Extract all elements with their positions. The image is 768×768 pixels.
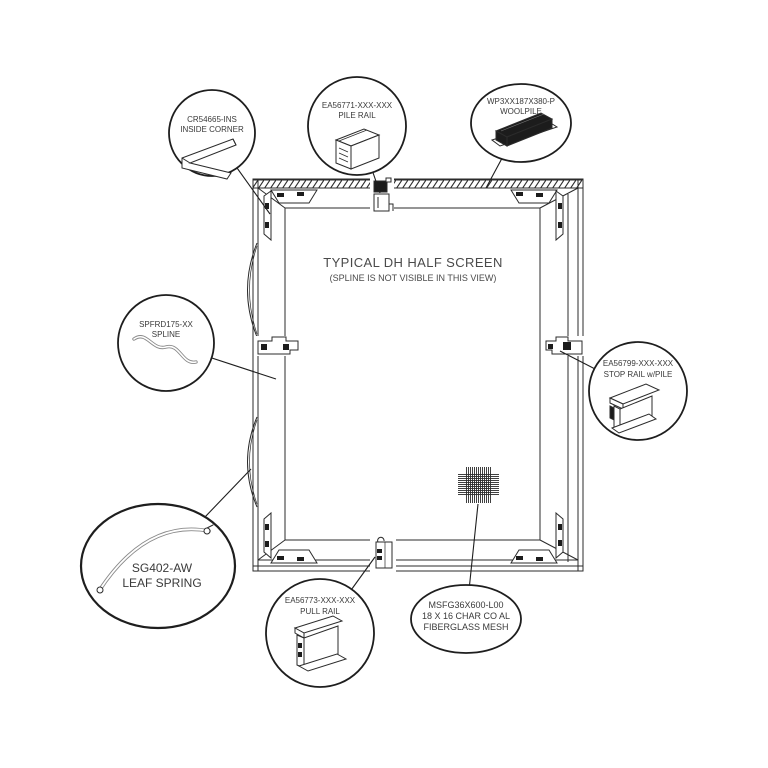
- corner-gusset-bottom-left: [263, 511, 318, 564]
- woolpile-icon: [490, 112, 559, 147]
- splice-top: [370, 177, 394, 214]
- clip-right: [542, 336, 586, 356]
- stop-rail-name: STOP RAIL w/PILE: [604, 370, 673, 379]
- woolpile-part-no: WP3XX187X380-P: [487, 97, 555, 106]
- inside-corner-name: INSIDE CORNER: [180, 125, 244, 134]
- spline-icon: [132, 335, 198, 364]
- inside-corner-icon: [181, 138, 237, 180]
- callout-fiberglass-mesh: MSFG36X600-L00 18 X 16 CHAR CO AL FIBERG…: [422, 600, 510, 632]
- mesh-swatch: [458, 467, 499, 503]
- leaf-spring-icon: [96, 524, 214, 594]
- corner-gusset-bottom-right: [510, 511, 564, 564]
- fiberglass-mesh-spec: 18 X 16 CHAR CO AL: [422, 611, 510, 621]
- hatch-band: [252, 179, 584, 189]
- leaf-spring-name: LEAF SPRING: [122, 576, 201, 590]
- pull-rail-name: PULL RAIL: [300, 607, 340, 616]
- drawing-title: TYPICAL DH HALF SCREEN: [323, 255, 503, 270]
- callout-pull-rail: EA56773-XXX-XXX PULL RAIL: [285, 596, 356, 616]
- callout-woolpile: WP3XX187X380-P WOOLPILE: [487, 97, 555, 116]
- leaf-spring-arc-lower: [247, 416, 258, 508]
- frame-drawing: [247, 177, 586, 572]
- screen-opening: [284, 207, 541, 541]
- corner-gusset-top-right: [510, 189, 564, 242]
- bubble-spline: [117, 294, 215, 392]
- spline-part-no: SPFRD175-XX: [139, 320, 193, 329]
- callout-inside-corner: CR54665-INS INSIDE CORNER: [180, 115, 244, 134]
- fiberglass-mesh-part-no: MSFG36X600-L00: [428, 600, 503, 610]
- woolpile-name: WOOLPILE: [500, 107, 542, 116]
- callout-leaf-spring: SG402-AW LEAF SPRING: [122, 561, 201, 590]
- pull-rail-part-no: EA56773-XXX-XXX: [285, 596, 356, 605]
- pull-rail-icon: [293, 615, 348, 672]
- drawing-subtitle: (SPLINE IS NOT VISIBLE IN THIS VIEW): [330, 273, 497, 283]
- bubble-fiberglass-mesh: [410, 584, 522, 654]
- pile-rail-name: PILE RAIL: [338, 111, 376, 120]
- clip-left: [254, 336, 302, 356]
- leaf-spring-arc-upper: [247, 242, 258, 338]
- callout-pile-rail: EA56771-XXX-XXX PILE RAIL: [322, 101, 393, 120]
- leaf-spring-part-no: SG402-AW: [132, 561, 193, 575]
- inside-corner-part-no: CR54665-INS: [187, 115, 237, 124]
- spline-name: SPLINE: [152, 330, 180, 339]
- callout-spline: SPFRD175-XX SPLINE: [139, 320, 193, 339]
- fiberglass-mesh-name: FIBERGLASS MESH: [423, 622, 508, 632]
- corner-gusset-top-left: [263, 189, 318, 242]
- pile-rail-icon: [334, 128, 381, 170]
- pile-rail-part-no: EA56771-XXX-XXX: [322, 101, 393, 110]
- bubble-leaf-spring: [79, 502, 237, 630]
- stop-rail-part-no: EA56799-XXX-XXX: [603, 359, 674, 368]
- frame-outer-edge: [252, 178, 584, 572]
- splice-bottom: [370, 536, 396, 572]
- stop-rail-icon: [608, 383, 661, 434]
- callout-stop-rail: EA56799-XXX-XXX STOP RAIL w/PILE: [603, 359, 674, 379]
- bubble-pile-rail: [307, 76, 407, 176]
